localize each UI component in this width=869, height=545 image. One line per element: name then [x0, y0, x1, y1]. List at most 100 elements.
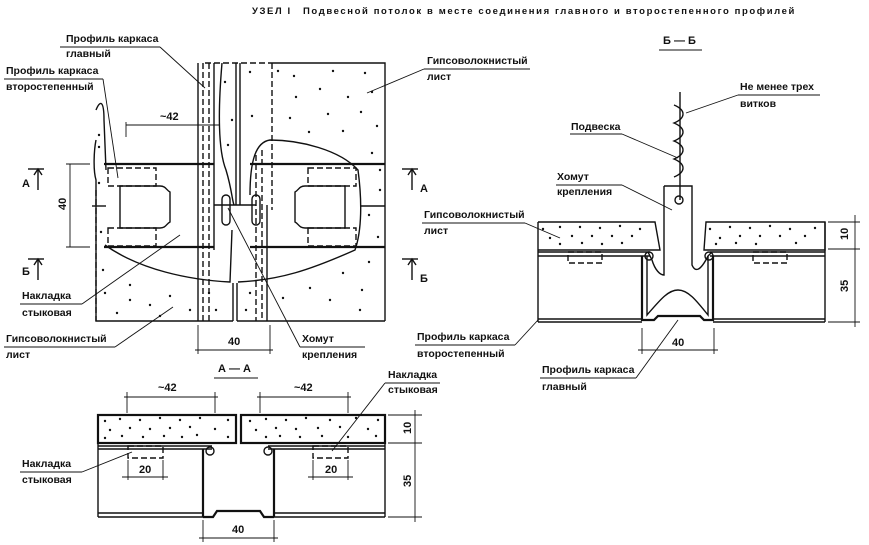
gypsum-dots	[97, 69, 382, 318]
dim-10: 10	[402, 422, 414, 434]
section-marker-a-left: А	[22, 167, 44, 190]
label-joint-plate-left-2: стыковая	[22, 474, 72, 486]
dim-approx-42-right: ~42	[294, 382, 313, 394]
label-main-profile-2: главный	[66, 48, 111, 60]
svg-text:А: А	[420, 183, 428, 195]
label-main-profile-2: главный	[542, 381, 587, 393]
label-secondary-profile-1: Профиль каркаса	[6, 65, 99, 77]
dim-height-40: 40	[57, 198, 69, 210]
section-aa-title: А — А	[218, 363, 251, 375]
leader-line	[635, 319, 679, 379]
leader-line	[81, 234, 181, 305]
dim-approx-42: ~42	[160, 111, 179, 123]
clamp-left	[647, 186, 665, 276]
section-bb: Б — Б Не	[415, 35, 860, 393]
label-gypsum-sheet-1: Гипсоволокнистый	[427, 55, 528, 67]
leader-line	[514, 319, 539, 346]
joint-plate-left	[127, 445, 164, 459]
dim-width-40: 40	[228, 336, 240, 348]
label-gypsum-sheet-bottom-2: лист	[6, 349, 30, 361]
label-secondary-profile-2: второстепенный	[417, 348, 505, 360]
profile-hook-left	[205, 446, 215, 456]
label-clamp-1: Хомут	[557, 171, 589, 183]
sheet-outline-right	[272, 62, 386, 321]
profile-hook-right	[263, 446, 273, 456]
section-marker-a-right: А	[402, 167, 428, 195]
gypsum-dots	[541, 224, 817, 246]
sheet-outline-left	[93, 139, 233, 322]
joint-plate-rect	[307, 167, 357, 187]
label-gypsum-sheet-bottom-1: Гипсоволокнистый	[6, 333, 107, 345]
label-joint-plate-1: Накладка	[22, 290, 71, 302]
label-three-turns-2: витков	[740, 98, 777, 110]
section-bb-title: Б — Б	[663, 35, 696, 47]
label-clamp-2: крепления	[557, 186, 612, 198]
leader-line	[685, 94, 739, 114]
dim-10: 10	[839, 228, 851, 240]
section-marker-b-left: Б	[22, 257, 44, 280]
dim-approx-42-left: ~42	[158, 382, 177, 394]
joint-plate-right-outline	[237, 139, 362, 283]
joint-plate-right	[752, 251, 788, 264]
node-label: УЗЕЛ I	[252, 6, 292, 17]
sheet-edge-curve	[95, 102, 107, 171]
dim-20-left: 20	[139, 464, 151, 476]
clamp-slot-right	[251, 194, 261, 226]
svg-text:А: А	[22, 178, 30, 190]
label-gypsum-sheet-1: Гипсоволокнистый	[424, 209, 525, 221]
dim-40: 40	[232, 524, 244, 536]
label-joint-plate-2: стыковая	[22, 307, 72, 319]
leader-line	[524, 222, 561, 239]
main-profile-inner	[646, 256, 709, 317]
svg-text:Б: Б	[22, 266, 30, 278]
gypsum-sheet-right	[239, 413, 387, 445]
secondary-profile-end-right	[294, 185, 346, 229]
label-gypsum-sheet-2: лист	[427, 71, 451, 83]
label-gypsum-sheet-2: лист	[424, 225, 448, 237]
joint-plate-rect	[307, 227, 357, 247]
label-clamp-1: Хомут	[302, 333, 334, 345]
gypsum-dots	[103, 416, 380, 440]
label-secondary-profile-1: Профиль каркаса	[417, 331, 510, 343]
leader-line	[366, 68, 425, 94]
leader-line	[159, 46, 206, 89]
leader-line	[621, 133, 679, 159]
joint-plate-left	[567, 251, 603, 264]
section-aa: А — А ~42 ~42	[20, 363, 440, 542]
secondary-profile-end-left	[119, 185, 171, 229]
joint-plate-left-outline	[104, 229, 233, 283]
svg-text:Б: Б	[420, 273, 428, 285]
dim-35: 35	[839, 280, 851, 292]
label-main-profile-1: Профиль каркаса	[66, 33, 159, 45]
label-joint-plate-left-1: Накладка	[22, 458, 71, 470]
main-profile-curve	[218, 62, 235, 206]
main-profile-bottom	[203, 509, 274, 519]
clamp-slot-left	[221, 194, 231, 226]
main-profile-section	[640, 256, 715, 322]
dim-35: 35	[402, 475, 414, 487]
hanger-bolt	[674, 195, 684, 205]
drawing-title: УЗЕЛ I Подвесной потолок в месте соедине…	[252, 6, 796, 17]
label-joint-plate-right-1: Накладка	[388, 369, 437, 381]
gypsum-sheet-right	[703, 221, 826, 251]
leader-line	[331, 382, 386, 452]
title-text: Подвесной потолок в месте соединения гла…	[303, 6, 796, 17]
gypsum-sheet-left	[538, 221, 661, 251]
joint-plate-rect	[107, 167, 157, 187]
dim-40: 40	[672, 337, 684, 349]
leader-line	[227, 207, 301, 348]
label-three-turns-1: Не менее трех	[740, 81, 814, 93]
label-main-profile-1: Профиль каркаса	[542, 364, 635, 376]
leader-line	[81, 451, 133, 473]
plan-view: Профиль каркаса главный Профиль каркаса …	[4, 33, 530, 361]
section-marker-b-right: Б	[402, 257, 428, 285]
joint-plate-rect	[107, 227, 157, 247]
leader-line	[102, 78, 119, 179]
leader-line	[621, 184, 673, 211]
joint-plate-right	[312, 445, 349, 459]
label-hanger: Подвеска	[571, 121, 621, 133]
hanger-twist	[672, 104, 684, 178]
leader-line	[114, 306, 174, 348]
label-clamp-2: крепления	[302, 349, 357, 361]
